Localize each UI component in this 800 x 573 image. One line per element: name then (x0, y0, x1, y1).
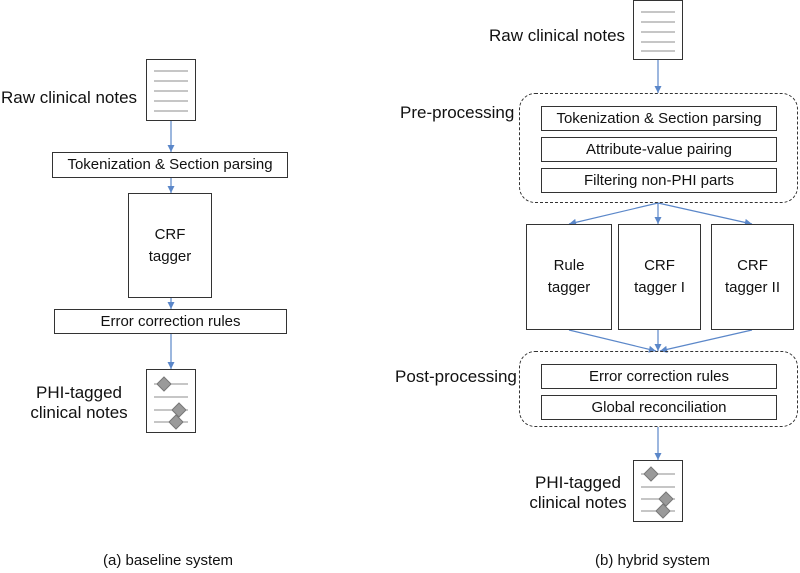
baseline-raw-notes-label: Raw clinical notes (1, 88, 138, 107)
hybrid-output-label: PHI-tagged clinical notes (520, 473, 636, 513)
rule-tagger-line1: Rule (553, 257, 585, 274)
pre-step-filtering-non-phi: Filtering non-PHI parts (541, 168, 777, 193)
crf-tagger-2-line1: CRF (737, 257, 768, 274)
hybrid-raw-notes-document-icon (633, 0, 683, 60)
pre-step-attribute-value-pairing: Attribute-value pairing (541, 137, 777, 162)
rule-tagger-box: Rule tagger (526, 224, 612, 330)
baseline-tokenization-box: Tokenization & Section parsing (52, 152, 288, 178)
crf-tagger-2-box: CRF tagger II (711, 224, 794, 330)
pre-step-tokenization: Tokenization & Section parsing (541, 106, 777, 131)
preprocessing-group (519, 93, 798, 203)
hybrid-raw-notes-label: Raw clinical notes (489, 26, 626, 45)
hybrid-caption: (b) hybrid system (595, 552, 711, 569)
preprocessing-label: Pre-processing (400, 103, 515, 122)
baseline-error-correction-box: Error correction rules (54, 309, 287, 334)
baseline-output-label: PHI-tagged clinical notes (21, 383, 137, 423)
arrow-pre-to-rule-tagger (568, 202, 659, 226)
baseline-phi-tagged-document-icon (146, 369, 196, 433)
baseline-crf-tagger-line1: CRF (154, 225, 186, 243)
hybrid-phi-tagged-document-icon (633, 460, 683, 522)
crf-tagger-1-box: CRF tagger I (618, 224, 701, 330)
rule-tagger-line2: tagger (547, 279, 591, 296)
baseline-caption: (a) baseline system (103, 552, 234, 569)
baseline-output-line2: clinical notes (30, 403, 128, 422)
baseline-output-line1: PHI-tagged (36, 383, 122, 402)
hybrid-output-line2: clinical notes (529, 493, 627, 512)
crf-tagger-2-line2: tagger II (724, 279, 781, 296)
post-step-error-correction: Error correction rules (541, 364, 777, 389)
hybrid-output-line1: PHI-tagged (535, 473, 621, 492)
post-step-global-reconciliation: Global reconciliation (541, 395, 777, 420)
crf-tagger-1-line1: CRF (644, 257, 675, 274)
arrow-pre-to-crf-tagger-2 (657, 202, 753, 226)
baseline-crf-tagger-line2: tagger (148, 247, 192, 265)
postprocessing-group (519, 351, 798, 427)
arrow-rule-tagger-to-post (568, 329, 657, 353)
postprocessing-label: Post-processing (395, 367, 517, 386)
arrow-crf-tagger-2-to-post (659, 329, 753, 353)
baseline-crf-tagger-box: CRF tagger (128, 193, 212, 298)
crf-tagger-1-line2: tagger I (634, 279, 685, 296)
baseline-raw-notes-document-icon (146, 59, 196, 121)
